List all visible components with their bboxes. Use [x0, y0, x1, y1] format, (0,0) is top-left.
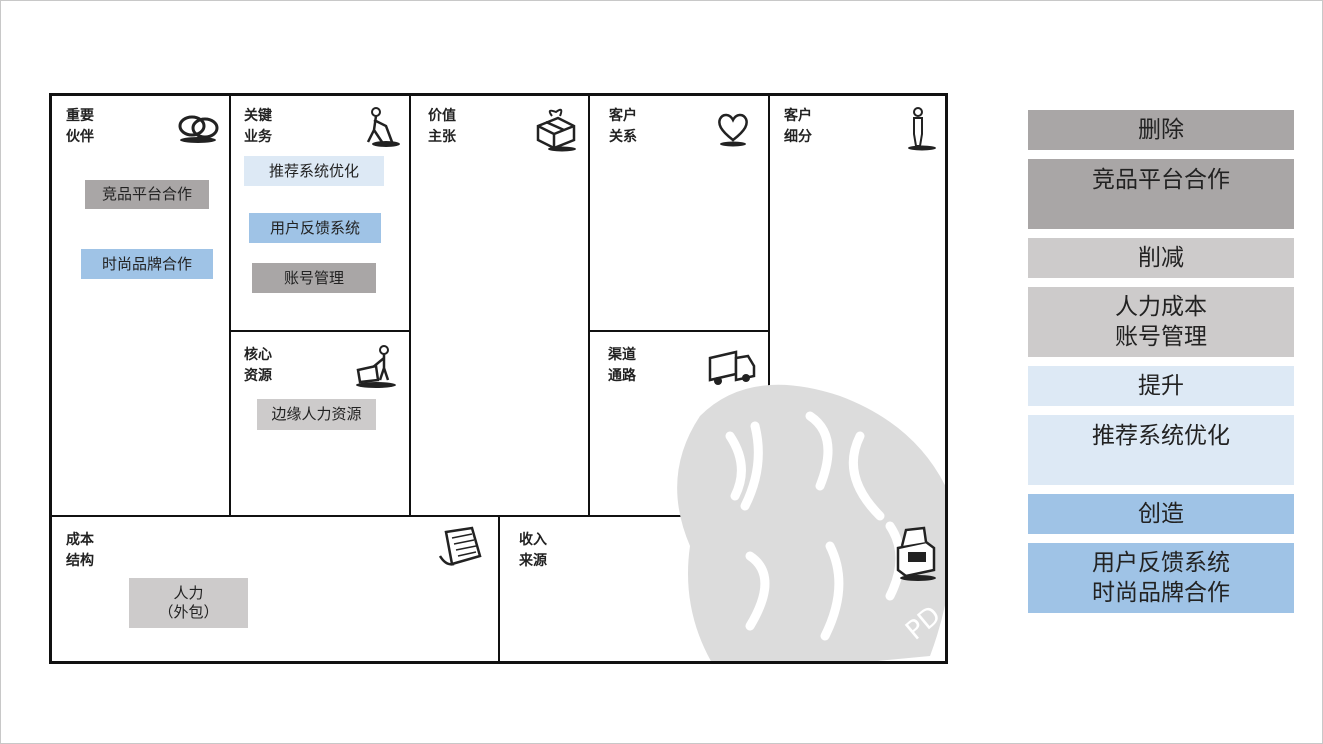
divider [588, 330, 770, 332]
watermark-text: PD [900, 600, 947, 646]
legend-create-items: 用户反馈系统 时尚品牌合作 [1028, 543, 1294, 613]
label-value-propositions: 价值 主张 [428, 108, 456, 145]
label-customer-relationships: 客户 关系 [609, 108, 637, 145]
sticky-competitor-platform: 竞品平台合作 [85, 180, 209, 209]
divider [588, 96, 590, 515]
person-standing-icon [908, 107, 936, 151]
document-icon [438, 526, 482, 566]
divider [498, 515, 500, 661]
sticky-fashion-brand: 时尚品牌合作 [81, 249, 213, 279]
worker-digging-icon [366, 107, 400, 147]
legend-reduce-items: 人力成本 账号管理 [1028, 287, 1294, 357]
sticky-account: 账号管理 [252, 263, 376, 293]
label-cost-structure: 成本 结构 [66, 532, 94, 569]
sticky-edge-hr: 边缘人力资源 [257, 399, 376, 430]
legend-raise-header: 提升 [1028, 366, 1294, 406]
gift-box-icon [536, 108, 576, 152]
label-customer-segments: 客户 细分 [784, 108, 812, 145]
divider [52, 515, 945, 517]
cash-register-icon [896, 526, 936, 581]
legend-create-header: 创造 [1028, 494, 1294, 534]
label-revenue-streams: 收入 来源 [519, 532, 547, 569]
divider [229, 330, 411, 332]
divider [409, 96, 411, 515]
label-key-activities: 关键 业务 [244, 108, 272, 145]
legend-delete-items: 竞品平台合作 [1028, 159, 1294, 229]
legend-raise-items: 推荐系统优化 [1028, 415, 1294, 485]
legend-delete-header: 删除 [1028, 110, 1294, 150]
chain-link-icon [178, 115, 219, 143]
seal-watermark: PD [677, 384, 947, 661]
sticky-recommendation: 推荐系统优化 [244, 156, 384, 186]
divider [768, 96, 770, 515]
divider [229, 96, 231, 515]
heart-icon [718, 113, 748, 147]
sticky-hr-outsource: 人力 （外包） [129, 578, 248, 628]
worker-with-cart-icon [356, 345, 396, 388]
label-channels: 渠道 通路 [608, 347, 636, 384]
sticky-feedback: 用户反馈系统 [249, 213, 381, 243]
business-model-canvas: PD 重要 伙伴 关键 业务 价值 主张 客户 关系 客户 细分 核心 资源 渠… [49, 93, 948, 664]
label-key-partners: 重要 伙伴 [66, 108, 94, 145]
legend-reduce-header: 削减 [1028, 238, 1294, 278]
label-key-resources: 核心 资源 [244, 347, 272, 384]
delivery-truck-icon [708, 350, 756, 385]
